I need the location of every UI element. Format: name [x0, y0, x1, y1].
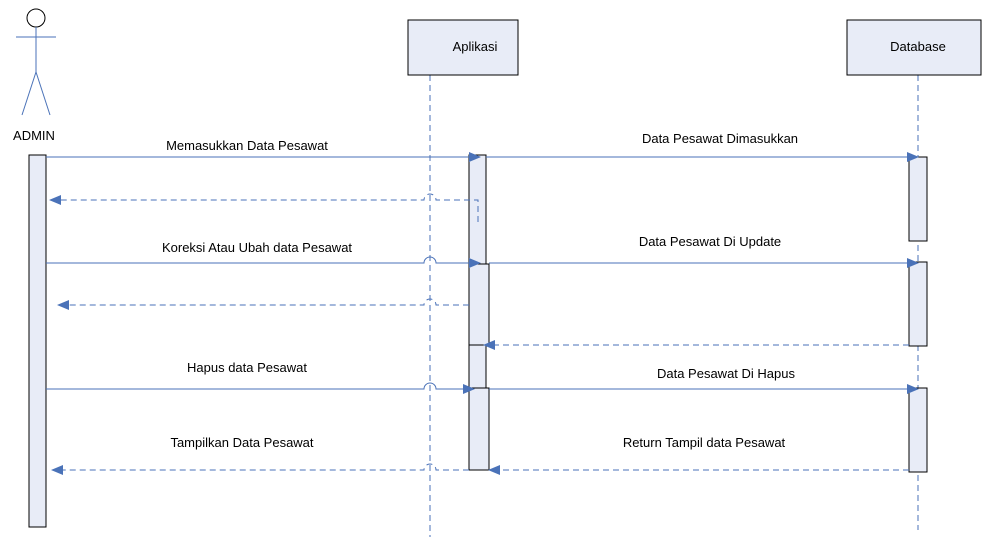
- admin-activation-bar: [28, 154, 47, 528]
- message-label: Hapus data Pesawat: [187, 360, 307, 375]
- message-arrow: [46, 382, 475, 394]
- database-activation-bar: [908, 387, 928, 473]
- message-arrow: [46, 256, 481, 268]
- database-activation-bar: [908, 156, 928, 242]
- message-return-arrow: [51, 463, 469, 475]
- message-label: Koreksi Atau Ubah data Pesawat: [162, 240, 352, 255]
- database-object-box: [846, 19, 982, 76]
- actor-label-database: Database: [890, 39, 946, 54]
- message-return-arrow: [57, 298, 469, 310]
- message-label: Return Tampil data Pesawat: [623, 435, 786, 450]
- admin-stick-figure-icon: [16, 8, 56, 116]
- actor-label-aplikasi: Aplikasi: [453, 39, 498, 54]
- database-activation-bar: [908, 261, 928, 347]
- aplikasi-activation-bar: [468, 263, 490, 346]
- message-return-arrow: [49, 193, 479, 222]
- message-label: Data Pesawat Di Hapus: [657, 366, 796, 381]
- actor-label-admin: ADMIN: [13, 128, 55, 143]
- aplikasi-object-box: [407, 19, 519, 76]
- message-label: Data Pesawat Dimasukkan: [642, 131, 798, 146]
- message-label: Data Pesawat Di Update: [639, 234, 781, 249]
- message-label: Tampilkan Data Pesawat: [170, 435, 313, 450]
- aplikasi-activation-bar: [468, 387, 490, 471]
- message-label: Memasukkan Data Pesawat: [166, 138, 328, 153]
